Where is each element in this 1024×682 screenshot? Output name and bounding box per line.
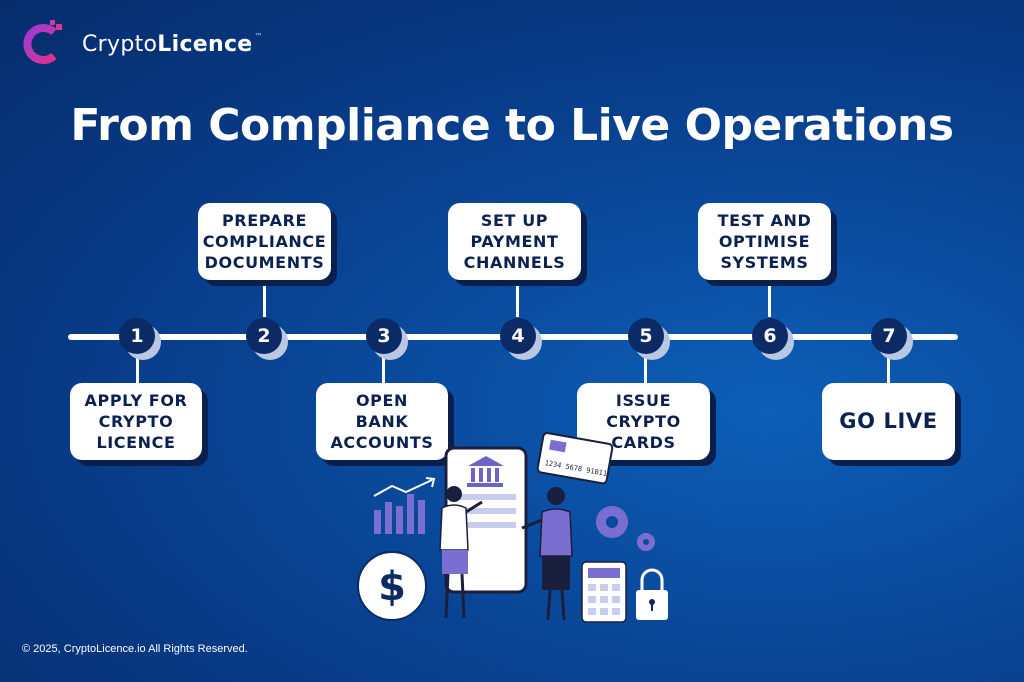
connector-step-4	[516, 281, 519, 317]
step-7-number: 7	[871, 318, 907, 354]
connector-step-3	[382, 355, 385, 385]
step-2-card: PREPARE COMPLIANCE DOCUMENTS	[198, 203, 331, 280]
cryptolicence-logo-icon	[23, 20, 62, 64]
step-6-label: TEST AND OPTIMISE SYSTEMS	[717, 211, 812, 272]
trademark: ™	[254, 31, 263, 41]
lock-icon	[636, 568, 668, 620]
coin-symbol: $	[378, 564, 406, 610]
copyright-footer: © 2025, CryptoLicence.io All Rights Rese…	[22, 643, 248, 655]
step-5-card: ISSUE CRYPTO CARDS	[577, 383, 710, 460]
step-4-number: 4	[500, 318, 536, 354]
step-6-card: TEST AND OPTIMISE SYSTEMS	[698, 203, 831, 280]
step-7-card: GO LIVE	[822, 383, 955, 460]
step-1-number: 1	[119, 318, 155, 354]
finance-illustration: $ 1234 5678 91011	[357, 432, 668, 623]
step-2-number: 2	[246, 318, 282, 354]
bar-chart-icon	[373, 477, 436, 534]
step-1-card: APPLY FOR CRYPTO LICENCE	[70, 383, 202, 460]
step-4-card: SET UP PAYMENT CHANNELS	[448, 203, 581, 280]
connector-step-6	[768, 281, 771, 317]
step-3-card: OPEN BANK ACCOUNTS	[316, 383, 448, 460]
person-right-icon	[521, 487, 573, 621]
calculator-icon	[581, 561, 627, 623]
connector-step-1	[136, 355, 139, 385]
dollar-coin-icon: $	[357, 551, 427, 621]
credit-card-icon: 1234 5678 91011	[536, 432, 614, 485]
page-title: From Compliance to Live Operations	[70, 100, 954, 151]
gear-icon	[596, 506, 655, 551]
step-4-label: SET UP PAYMENT CHANNELS	[463, 211, 566, 272]
step-5-label: ISSUE CRYPTO CARDS	[606, 391, 681, 452]
step-7-label: GO LIVE	[839, 409, 938, 433]
step-3-label: OPEN BANK ACCOUNTS	[330, 391, 434, 452]
step-5-number: 5	[628, 318, 664, 354]
brand-name-regular: Crypto	[82, 31, 158, 57]
connector-step-2	[263, 281, 266, 317]
step-1-label: APPLY FOR CRYPTO LICENCE	[84, 391, 188, 452]
step-6-number: 6	[752, 318, 788, 354]
step-3-number: 3	[366, 318, 402, 354]
step-2-label: PREPARE COMPLIANCE DOCUMENTS	[202, 211, 327, 272]
person-left-icon	[439, 486, 483, 619]
connector-step-5	[644, 355, 647, 385]
connector-step-7	[887, 355, 890, 385]
brand-name-bold: Licence	[157, 31, 253, 57]
